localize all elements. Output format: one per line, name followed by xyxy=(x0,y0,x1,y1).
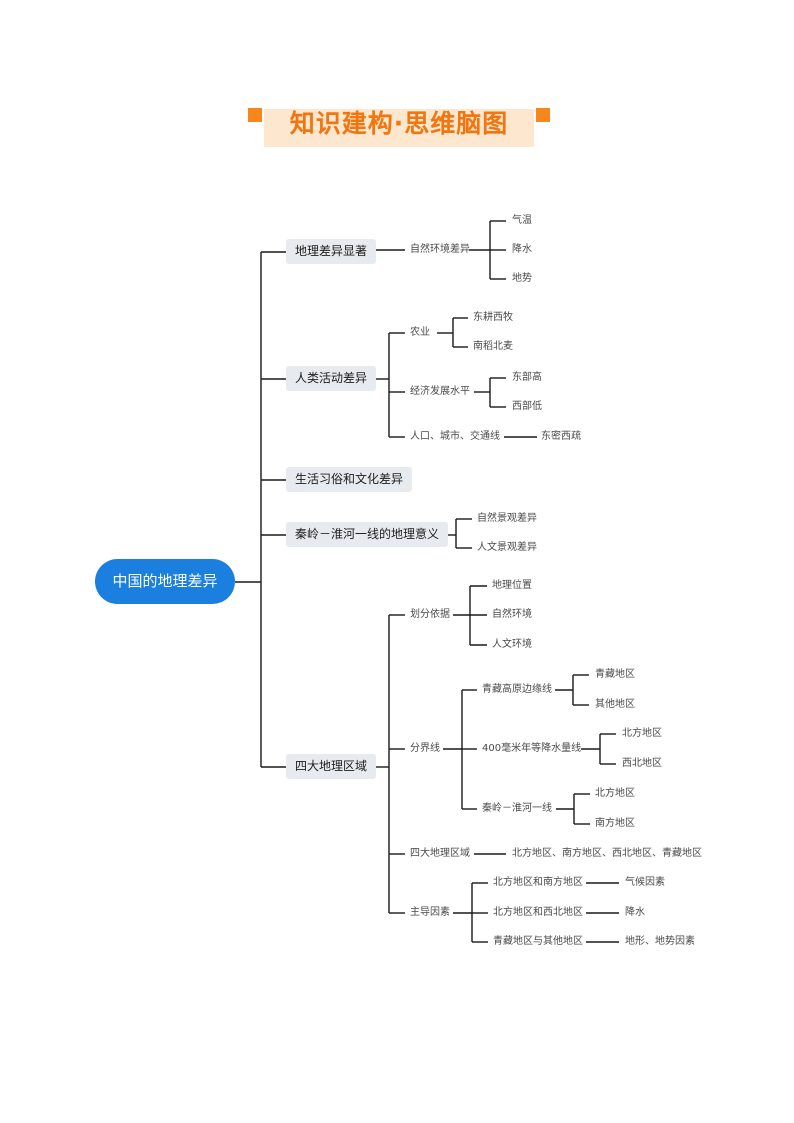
node-region-list: 北方地区、南方地区、西北地区、青藏地区 xyxy=(512,848,702,859)
node-qz-other: 青藏地区与其他地区 xyxy=(493,936,583,947)
branch-four-regions: 四大地理区域 xyxy=(286,754,377,779)
node-division-basis: 划分依据 xyxy=(410,609,450,620)
node-econ-west-low: 西部低 xyxy=(512,401,542,412)
node-agri-east-west: 东耕西牧 xyxy=(473,312,513,323)
node-agri-south-north: 南稻北麦 xyxy=(473,341,513,352)
branch-qinling-huaihe: 秦岭－淮河一线的地理意义 xyxy=(286,522,449,547)
node-north-south: 北方地区和南方地区 xyxy=(493,877,583,888)
node-qz-edge: 青藏高原边缘线 xyxy=(482,684,552,695)
node-terrain: 地势 xyxy=(512,273,532,284)
page-title: 知识建构·思维脑图 xyxy=(289,109,509,138)
node-qz-region: 青藏地区 xyxy=(595,669,635,680)
node-400mm-line: 400毫米年等降水量线 xyxy=(482,743,582,754)
node-north-region-b: 北方地区 xyxy=(595,788,635,799)
node-natural-landscape: 自然景观差异 xyxy=(477,513,537,524)
title-band xyxy=(264,109,534,147)
node-northwest-region: 西北地区 xyxy=(622,758,662,769)
root-node: 中国的地理差异 xyxy=(95,559,235,604)
node-climate-factor: 气候因素 xyxy=(625,877,665,888)
title-right-square-icon xyxy=(536,108,550,122)
node-natural-env-diff: 自然环境差异 xyxy=(410,244,470,255)
node-boundary: 分界线 xyxy=(410,743,440,754)
node-human-landscape: 人文景观差异 xyxy=(477,542,537,553)
node-pop-dense-sparse: 东密西疏 xyxy=(541,431,581,442)
branch-geo-difference: 地理差异显著 xyxy=(286,239,377,264)
node-natural-env: 自然环境 xyxy=(492,609,532,620)
branch-human-activity: 人类活动差异 xyxy=(286,366,377,391)
node-precip-factor: 降水 xyxy=(625,907,645,918)
title-left-square-icon xyxy=(248,108,262,122)
node-terrain-factor: 地形、地势因素 xyxy=(625,936,695,947)
node-location: 地理位置 xyxy=(492,580,532,591)
node-dominant-factor: 主导因素 xyxy=(410,907,450,918)
node-other-region: 其他地区 xyxy=(595,699,635,710)
node-four-regions: 四大地理区域 xyxy=(410,848,470,859)
node-temperature: 气温 xyxy=(512,215,532,226)
node-qinling-line: 秦岭－淮河一线 xyxy=(482,803,552,814)
node-economy: 经济发展水平 xyxy=(410,386,470,397)
branch-customs-culture: 生活习俗和文化差异 xyxy=(286,467,413,492)
node-precipitation: 降水 xyxy=(512,244,532,255)
node-north-northwest: 北方地区和西北地区 xyxy=(493,907,583,918)
node-econ-east-high: 东部高 xyxy=(512,372,542,383)
node-population: 人口、城市、交通线 xyxy=(410,431,500,442)
node-agriculture: 农业 xyxy=(410,327,430,338)
node-human-env: 人文环境 xyxy=(492,639,532,650)
node-north-region-a: 北方地区 xyxy=(622,728,662,739)
node-south-region: 南方地区 xyxy=(595,818,635,829)
